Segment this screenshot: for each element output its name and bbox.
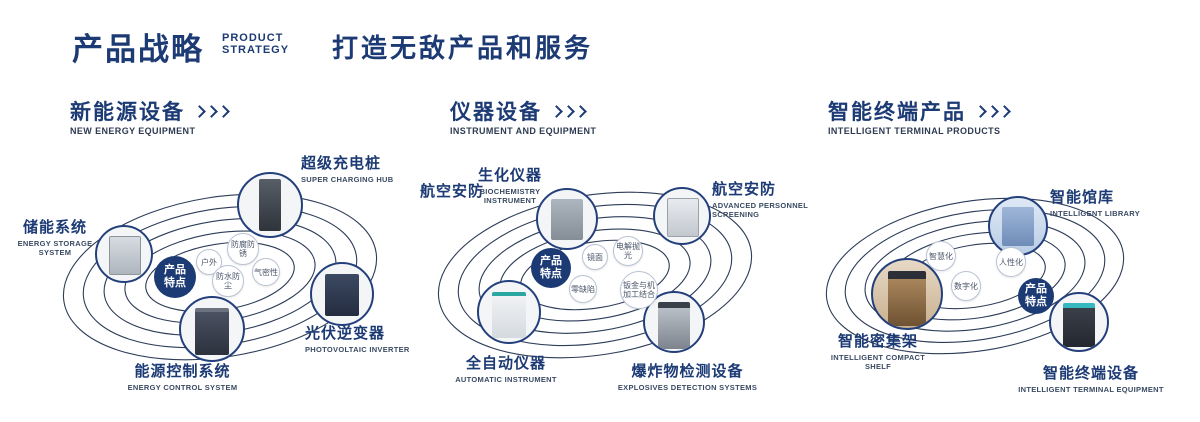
item-label-explosives-detection: 爆炸物检测设备 EXPLOSIVES DETECTION SYSTEMS — [600, 360, 775, 392]
photovoltaic-inverter-image — [310, 262, 374, 326]
badge-line2: 特点 — [540, 268, 562, 280]
feature-bubble-zero-defect: 零缺陷 — [569, 275, 597, 303]
automatic-instrument-image — [477, 280, 541, 344]
product-features-badge: 产品 特点 — [531, 248, 571, 288]
item-label-en: SUPER CHARGING HUB — [301, 175, 394, 184]
item-label-super-charging-hub: 超级充电桩 SUPER CHARGING HUB — [301, 152, 421, 184]
item-label-en: AUTOMATIC INSTRUMENT — [455, 375, 557, 384]
item-label-cn: 智能密集架 — [837, 333, 918, 350]
personnel-screening-image — [653, 187, 711, 245]
item-label-energy-control: 能源控制系统 ENERGY CONTROL SYSTEM — [115, 360, 250, 392]
item-label-personnel-screening: 航空安防 ADVANCED PERSONNEL SCREENING — [712, 178, 817, 219]
control-cabinet-graphic — [194, 307, 230, 356]
section-subtitle-new-energy: NEW ENERGY EQUIPMENT — [70, 126, 196, 136]
badge-line1: 产品 — [540, 255, 562, 267]
item-label-cn: 光伏逆变器 — [305, 325, 386, 342]
product-features-badge: 产品 特点 — [1018, 278, 1054, 314]
item-label-cn: 智能终端设备 — [1042, 365, 1139, 382]
page-title: 产品战略 — [72, 32, 204, 67]
compact-shelf-graphic — [887, 270, 927, 327]
item-label-intelligent-library: 智能馆库 INTELLIGENT LIBRARY — [1050, 186, 1165, 218]
energy-storage-image — [95, 225, 153, 283]
item-label-cn: 超级充电桩 — [301, 155, 382, 172]
inverter-cabinet-graphic — [325, 273, 359, 316]
terminal-kiosk-graphic — [1063, 302, 1095, 348]
item-label-cn: 航空安防 — [712, 181, 777, 198]
section-subtitle-instrument: INSTRUMENT AND EQUIPMENT — [450, 126, 597, 136]
item-label-compact-shelf: 智能密集架 INTELLIGENT COMPACT SHELF — [818, 330, 938, 371]
charging-pile-graphic — [259, 178, 281, 232]
item-label-en: ENERGY STORAGE SYSTEM — [17, 239, 93, 257]
item-label-cn: 爆炸物检测设备 — [631, 363, 744, 380]
section-subtitle-intelligent: INTELLIGENT TERMINAL PRODUCTS — [828, 126, 1001, 136]
super-charging-hub-image — [237, 172, 303, 238]
section-title-text: 智能终端产品 — [828, 101, 966, 124]
triple-arrow-icon — [974, 104, 1011, 118]
item-label-en: INTELLIGENT COMPACT SHELF — [830, 353, 926, 371]
triple-arrow-icon — [193, 104, 230, 118]
section-title-text: 仪器设备 — [450, 101, 542, 124]
feature-bubble-anticorrosion: 防腐防锈 — [227, 233, 259, 265]
item-label-en: PHOTOVOLTAIC INVERTER — [305, 345, 410, 354]
intelligent-compact-shelf-image — [871, 258, 943, 330]
feature-bubble-electropolish: 电解抛光 — [613, 236, 643, 266]
screening-machine-graphic — [666, 197, 700, 238]
item-label-cn: 智能馆库 — [1050, 189, 1115, 206]
section-title-instrument: 仪器设备 — [450, 96, 587, 126]
page-title-en-line2: STRATEGY — [222, 44, 290, 56]
biochem-machine-graphic — [550, 199, 584, 240]
item-label-en: EXPLOSIVES DETECTION SYSTEMS — [617, 383, 758, 392]
badge-line1: 产品 — [1025, 283, 1047, 295]
triple-arrow-icon — [550, 104, 587, 118]
badge-line1: 产品 — [164, 264, 186, 276]
feature-bubble-digital: 数字化 — [951, 271, 981, 301]
feature-bubble-humanized: 人性化 — [996, 247, 1026, 277]
biochemistry-instrument-image — [536, 188, 598, 250]
item-label-cn: 全自动仪器 — [465, 355, 546, 372]
item-label-en: ADVANCED PERSONNEL SCREENING — [712, 201, 808, 219]
item-label-automatic-instrument: 全自动仪器 AUTOMATIC INSTRUMENT — [440, 352, 572, 384]
intelligent-terminal-image — [1049, 292, 1109, 352]
feature-bubble-sheetmetal-machining: 钣金与机加工结合 — [620, 271, 658, 309]
item-label-en: BIOCHEMISTRY INSTRUMENT — [479, 187, 541, 205]
item-label-terminal-equipment: 智能终端设备 INTELLIGENT TERMINAL EQUIPMENT — [1005, 362, 1177, 394]
badge-line2: 特点 — [1025, 296, 1047, 308]
item-label-en: ENERGY CONTROL SYSTEM — [127, 383, 238, 392]
feature-bubble-smart: 智慧化 — [926, 241, 956, 271]
feature-bubble-waterproof: 防水防尘 — [212, 265, 244, 297]
item-label-cn: 储能系统 — [22, 219, 87, 236]
section-title-text: 新能源设备 — [70, 101, 185, 124]
product-features-badge: 产品 特点 — [154, 256, 196, 298]
page-title-english: PRODUCT STRATEGY — [222, 32, 289, 56]
feature-bubble-mirror-finish: 镜面 — [582, 244, 608, 270]
item-label-en: INTELLIGENT LIBRARY — [1050, 209, 1141, 218]
energy-storage-machine-graphic — [108, 235, 142, 276]
page-slogan: 打造无敌产品和服务 — [332, 33, 594, 63]
section-title-new-energy: 新能源设备 — [70, 96, 230, 126]
library-room-graphic — [1002, 206, 1034, 247]
badge-line2: 特点 — [164, 277, 186, 289]
item-label-cn: 能源控制系统 — [134, 363, 231, 380]
side-label-aviation-security: 航空安防 — [420, 183, 485, 200]
explosives-machine-graphic — [657, 302, 691, 349]
item-label-energy-storage: 储能系统 ENERGY STORAGE SYSTEM — [12, 216, 98, 257]
section-title-intelligent: 智能终端产品 — [828, 96, 1011, 126]
item-label-biochemistry: 生化仪器 BIOCHEMISTRY INSTRUMENT — [460, 164, 560, 205]
energy-control-system-image — [179, 296, 245, 362]
intelligent-library-image — [988, 196, 1048, 256]
item-label-en: INTELLIGENT TERMINAL EQUIPMENT — [1018, 385, 1164, 394]
auto-instrument-graphic — [492, 291, 526, 338]
page-title-en-line1: PRODUCT — [222, 32, 284, 44]
item-label-photovoltaic-inverter: 光伏逆变器 PHOTOVOLTAIC INVERTER — [305, 322, 425, 354]
item-label-cn: 生化仪器 — [477, 167, 542, 184]
feature-bubble-airtight: 气密性 — [252, 258, 280, 286]
